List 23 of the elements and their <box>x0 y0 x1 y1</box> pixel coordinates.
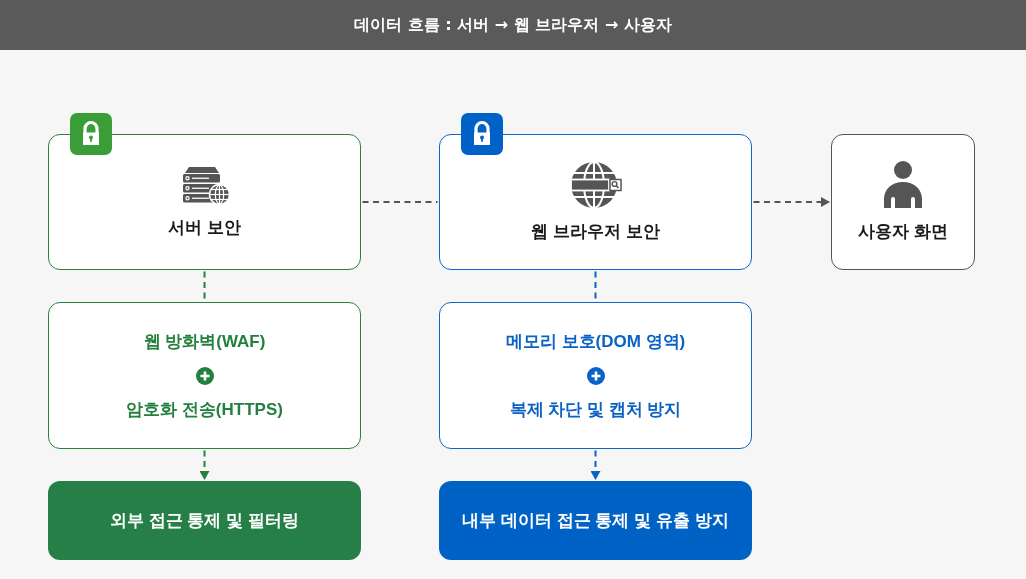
process-box <box>831 134 975 270</box>
process-box <box>439 134 752 270</box>
connector-line <box>361 201 439 203</box>
arrow <box>590 449 601 480</box>
box-text: 웹 방화벽(WAF) <box>143 330 266 353</box>
process-box <box>48 302 361 449</box>
box-text: 외부 접근 통제 및 필터링 <box>110 509 299 532</box>
title-bar: 데이터 흐름 : 서버 → 웹 브라우저 → 사용자 <box>0 0 1026 50</box>
process-box <box>48 134 361 270</box>
process-box <box>439 302 752 449</box>
box-text: 복제 차단 및 캡처 방지 <box>509 398 682 421</box>
box-heading: 사용자 화면 <box>858 221 948 243</box>
connector-line <box>594 270 597 302</box>
connector-line <box>203 270 206 302</box>
box-text: 메모리 보호(DOM 영역) <box>505 330 686 353</box>
result-box <box>48 481 361 560</box>
arrow <box>752 197 830 207</box>
result-box <box>439 481 752 560</box>
box-heading: 웹 브라우저 보안 <box>531 221 660 243</box>
box-text: 암호화 전송(HTTPS) <box>126 398 283 421</box>
arrow <box>199 449 210 480</box>
box-heading: 서버 보안 <box>168 217 241 239</box>
box-text: 내부 데이터 접근 통제 및 유출 방지 <box>462 509 729 532</box>
